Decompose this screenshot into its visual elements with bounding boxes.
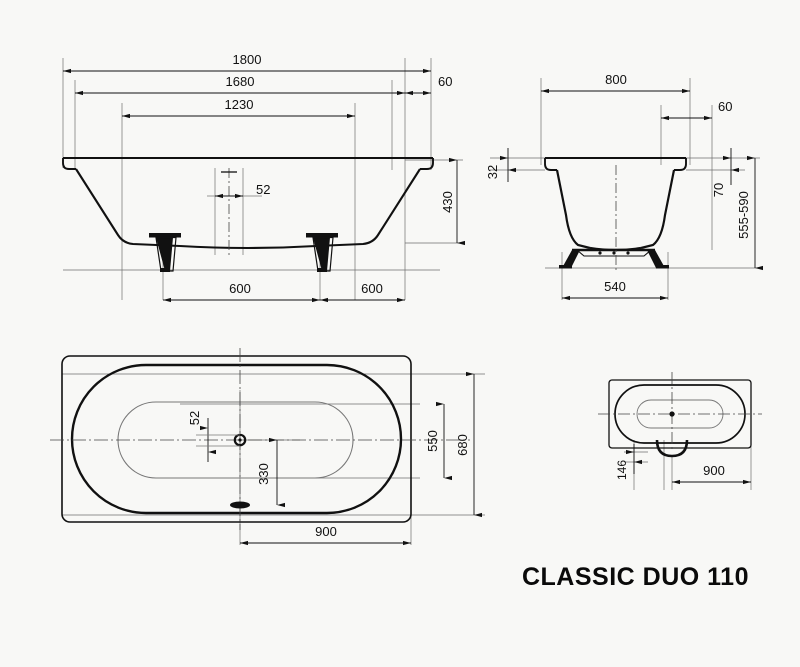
dim-680-label: 680: [455, 434, 470, 456]
tub-foot-right: [306, 233, 338, 272]
dim-1680: 1680: [75, 74, 405, 96]
dim-1800-label: 1800: [233, 52, 262, 67]
dim-550-label: 550: [425, 430, 440, 452]
dim-600-right-label: 600: [361, 281, 383, 296]
dim-1230-label: 1230: [225, 97, 254, 112]
dim-800-label: 800: [605, 72, 627, 87]
dim-600-left-label: 600: [229, 281, 251, 296]
dim-555-590: 555-590: [736, 155, 764, 271]
dim-60-side-label: 60: [718, 99, 732, 114]
tub-legs-side: [559, 250, 669, 269]
dim-52-plan-label: 52: [187, 411, 202, 425]
tub-support-frame: [572, 248, 655, 257]
dim-540-label: 540: [604, 279, 626, 294]
dim-1230: 1230: [122, 97, 355, 119]
tub-front-profile: [62, 157, 434, 250]
dim-430-label: 430: [440, 191, 455, 213]
dim-70-label: 70: [711, 183, 726, 197]
dim-600-left: 600: [163, 281, 320, 303]
dim-330: 330: [256, 437, 286, 508]
side-elevation-view: 800 60 32: [485, 72, 764, 301]
plan-outer-outline: [61, 355, 412, 523]
plan-rim-outline: [70, 363, 403, 515]
dim-430: 430: [440, 157, 466, 246]
dim-60-front: 60: [405, 74, 452, 96]
dim-600-right: 600: [320, 281, 405, 303]
dim-800: 800: [541, 72, 690, 94]
tub-side-profile: [544, 157, 687, 252]
dim-1680-label: 1680: [226, 74, 255, 89]
dim-900-plan: 900: [240, 524, 411, 546]
front-elevation-view: 1800 1680 1230 60: [62, 52, 466, 303]
dim-70: 70: [711, 148, 740, 197]
dim-52-front-label: 52: [256, 182, 270, 197]
dim-900-plan-label: 900: [315, 524, 337, 539]
tub-foot-left: [149, 233, 181, 272]
plan-view: 52 330 550 680 900: [50, 348, 485, 546]
plan-view-small: 146 900: [598, 372, 762, 490]
dim-540: 540: [562, 279, 668, 301]
dim-1800: 1800: [63, 52, 431, 74]
dim-330-label: 330: [256, 463, 271, 485]
plan-overflow: [230, 501, 250, 509]
dim-32-label: 32: [485, 165, 500, 179]
dim-60-side: 60: [661, 99, 732, 121]
dim-60-front-label: 60: [438, 74, 452, 89]
dim-146-label: 146: [615, 460, 629, 480]
dim-900-plan-small-label: 900: [703, 463, 725, 478]
dim-32: 32: [485, 148, 517, 182]
dim-555-590-label: 555-590: [736, 191, 751, 239]
dim-900-plan-small: 900: [672, 463, 751, 485]
dim-146: 146: [615, 444, 643, 480]
plan-small-drain: [669, 411, 675, 417]
dim-550: 550: [425, 401, 453, 481]
dim-680: 680: [455, 371, 483, 518]
plan-small-overflow: [655, 439, 689, 458]
page-title: CLASSIC DUO 110: [522, 563, 749, 591]
drain-detail-front: 52: [207, 168, 270, 256]
dim-52-plan: 52: [187, 411, 240, 462]
